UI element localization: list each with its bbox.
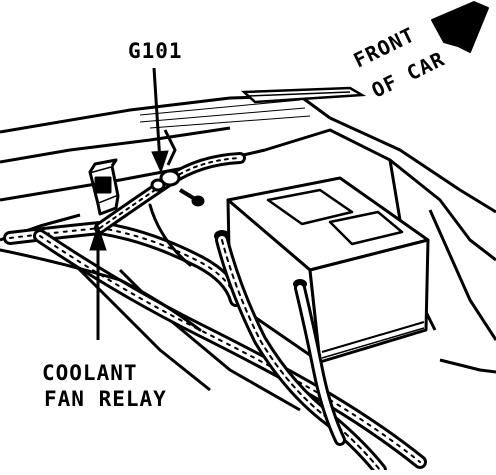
battery — [226, 176, 430, 364]
ground-label-g101: G101 — [128, 39, 183, 63]
relay-arrowhead — [89, 224, 107, 251]
relay-label-line1: COOLANT — [42, 361, 138, 385]
g101-arrowhead — [151, 150, 169, 174]
front-direction-arrow-icon — [431, 1, 489, 53]
cowl-hatching — [139, 99, 311, 129]
ground-terminal-g101 — [150, 129, 205, 207]
coolant-fan-relay — [88, 158, 120, 216]
relay-label-line2: FAN RELAY — [44, 387, 167, 411]
wiring-harness — [0, 152, 427, 475]
hood-latch — [240, 86, 367, 104]
callout-leaders — [89, 67, 169, 340]
